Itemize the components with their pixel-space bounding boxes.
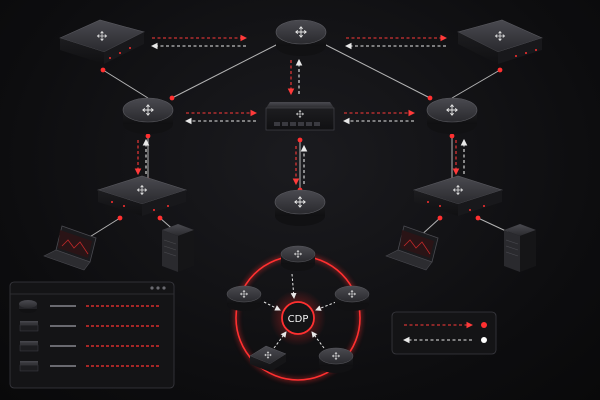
links: [87, 42, 509, 239]
cdp-ring: CDP: [233, 253, 363, 383]
cdp-label: CDP: [288, 314, 309, 325]
router-left[interactable]: [122, 97, 174, 134]
switch-top-left[interactable]: [59, 19, 145, 64]
router-lower-center[interactable]: [274, 189, 326, 226]
switch-top-right[interactable]: [457, 19, 543, 64]
ring-router-left[interactable]: [226, 285, 262, 311]
window-controls: [150, 286, 166, 290]
laptop-left[interactable]: [43, 225, 97, 271]
table-row: [19, 300, 160, 313]
switch-right-access[interactable]: [413, 175, 503, 216]
table-row: [19, 361, 160, 372]
server-right[interactable]: [504, 224, 536, 272]
server-left[interactable]: [162, 224, 194, 272]
switch-icon: [19, 361, 39, 372]
switch-icon: [19, 341, 39, 352]
table-row: [19, 341, 160, 352]
switch-center[interactable]: [265, 102, 335, 131]
router-top[interactable]: [275, 19, 327, 56]
laptop-right[interactable]: [385, 225, 439, 271]
router-icon: [19, 300, 37, 313]
switch-left-access[interactable]: [97, 175, 187, 216]
ring-router-right[interactable]: [334, 285, 370, 311]
switch-icon: [19, 321, 39, 332]
ring-router-top[interactable]: [280, 245, 316, 271]
cdp-arrows: [134, 34, 468, 186]
table-row: [19, 321, 160, 332]
ring-router-bottom-right[interactable]: [318, 347, 354, 373]
legend-item-response: [402, 336, 487, 344]
neighbor-table-panel: [9, 281, 175, 389]
router-right[interactable]: [426, 97, 478, 134]
legend-item-cdp: [404, 321, 487, 329]
legend-panel: [391, 311, 497, 355]
ring-switch-bottom-left[interactable]: [249, 345, 287, 372]
